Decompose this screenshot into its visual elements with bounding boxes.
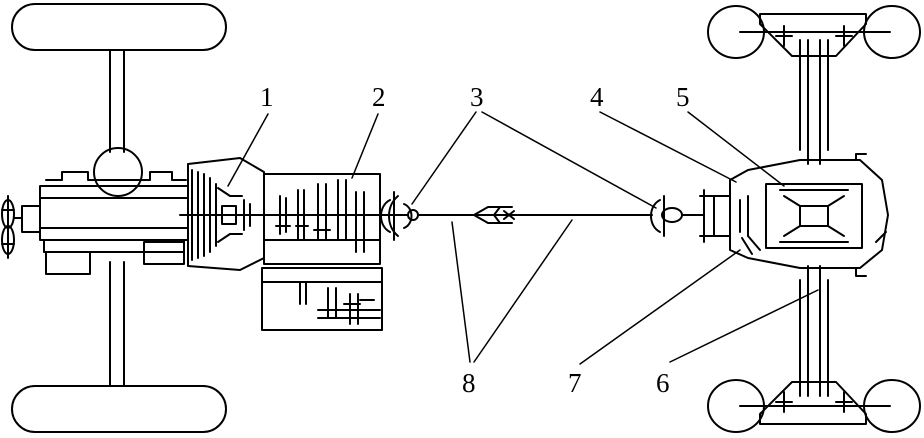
label-2: 2 [372,82,386,112]
leader-8a [452,222,470,362]
engine-top-pulley [94,148,142,196]
leader-5 [688,112,784,186]
label-8: 8 [462,368,476,398]
leader-3a [412,112,476,204]
rear-right-top-wheel [864,6,920,58]
label-6: 6 [656,368,670,398]
label-7: 7 [568,368,582,398]
front-universal-joint [380,192,418,240]
label-3: 3 [470,82,484,112]
leader-lines [228,112,818,364]
callout-labels: 1 2 3 4 5 6 7 8 [260,82,690,398]
leader-7 [580,250,740,364]
leader-1 [228,114,268,186]
leader-2 [352,114,378,178]
front-axle [12,4,226,432]
engine-left-block [46,252,90,274]
differential-case [766,184,862,248]
final-drive [700,154,888,276]
front-right-wheel [12,386,226,432]
leader-4 [600,112,736,182]
rear-right-bottom-wheel [864,380,920,432]
clutch [180,158,276,270]
leader-8b [474,220,572,362]
label-1: 1 [260,82,274,112]
rear-axle [740,14,890,424]
engine-right-block [144,242,184,264]
rear-left-bottom-wheel [708,380,764,432]
engine [2,148,188,274]
gearbox [262,174,382,330]
rear-left-top-wheel [708,6,764,58]
leader-6 [670,290,818,362]
front-left-wheel [12,4,226,50]
leader-3b [482,112,656,208]
label-4: 4 [590,82,604,112]
rear-universal-joint [651,196,704,236]
label-5: 5 [676,82,690,112]
rear-wheels [708,6,920,432]
propeller-shaft [418,207,652,223]
